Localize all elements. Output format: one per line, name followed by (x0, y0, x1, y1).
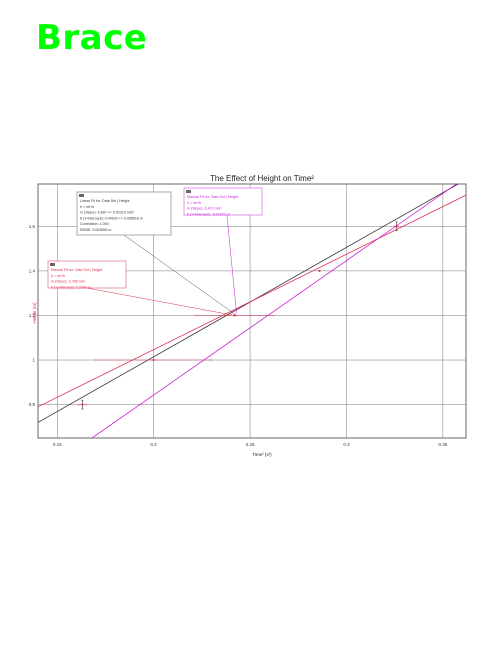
annotation-text: Manual Fit for: Data Set | Height (187, 195, 238, 199)
x-tick-label: 0.35 (438, 442, 447, 447)
annotation-text: h = mt+b (51, 274, 65, 278)
chart-container: The Effect of Height on Time² Time² (s²)… (26, 170, 470, 460)
annotation-leader-line (226, 214, 237, 314)
annotation-box (76, 191, 172, 236)
data-point (81, 403, 84, 406)
annotation-text: h = mt+b (187, 201, 201, 205)
annotation-leader-line (123, 234, 237, 316)
annotation-box (47, 260, 127, 289)
x-tick-label: 0.25 (246, 442, 255, 447)
annotation-text: Linear Fit for: Data Set | Height (80, 199, 129, 203)
y-tick-label: 0.8 (29, 402, 36, 407)
annotation-text: RMSE: 0.002653 m (80, 228, 111, 232)
annotation-icon (79, 194, 84, 197)
fit-lines (38, 184, 466, 438)
series-line (38, 194, 466, 408)
annotation-icon (186, 190, 191, 193)
x-tick-label: 0.15 (53, 442, 62, 447)
chart-title: The Effect of Height on Time² (210, 174, 314, 183)
annotation-text: m (Slope): 3.768 m/s² (51, 280, 86, 284)
annotation-text: b (Y-Intercept): 0.04920 +/- 0.005616 m (80, 216, 143, 220)
y-tick-label: 1.4 (29, 268, 36, 273)
annotation-text: Manual Fit for: Data Set | Height (51, 268, 102, 272)
series-line (91, 184, 458, 438)
annotation-text: h = mt+b (80, 205, 94, 209)
x-axis-label: Time² (s²) (252, 452, 272, 457)
plot-area: 0.15 0.2 0.25 0.3 0.35 0.8 1 1.2 1.4 1.6 Linear Fi… (29, 183, 467, 447)
annotation-text: Correlation: 1.000 (80, 222, 109, 226)
annotation-text: b (Y-Intercept): 0.2684 m (51, 285, 91, 289)
y-tick-label: 1.6 (29, 224, 36, 229)
annotation-text: m (Slope): 4.897 +/- 0.02319 m/s² (80, 211, 135, 215)
data-point (152, 358, 155, 362)
x-tick-label: 0.3 (343, 442, 350, 447)
data-point (318, 269, 321, 272)
x-tick-label: 0.2 (151, 442, 158, 447)
page-heading: Brace (36, 18, 148, 58)
annotation-text: m (Slope): 6.473 m/s² (187, 207, 222, 211)
y-tick-label: 1.2 (29, 313, 36, 318)
y-tick-label: 1 (32, 358, 35, 363)
annotation-leader-line (86, 287, 235, 316)
annotation-box (183, 187, 263, 216)
annotation-text: b (Y-Intercept): -0.01572 m (187, 212, 230, 216)
data-point (395, 225, 398, 228)
y-axis-label: Height (m) (32, 302, 37, 324)
chart-svg: The Effect of Height on Time² Time² (s²)… (29, 174, 467, 457)
annotation-icon (50, 263, 55, 266)
